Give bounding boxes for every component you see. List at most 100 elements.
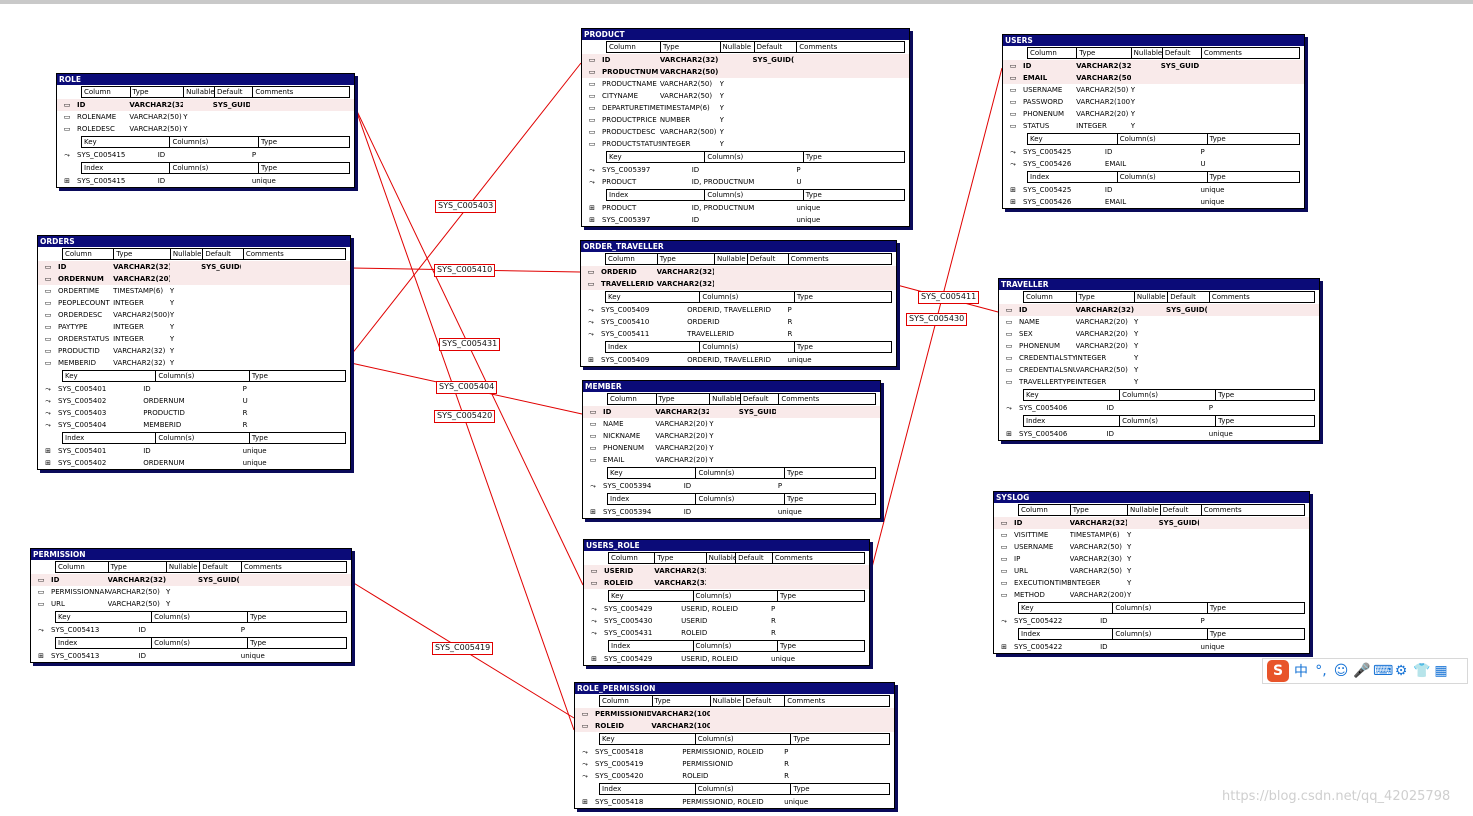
index-icon: ⊞ <box>1006 430 1012 438</box>
column-type: VARCHAR2(32) <box>1075 306 1134 314</box>
key-name: SYS_C005415 <box>77 151 126 159</box>
column-def <box>742 708 783 720</box>
column-null <box>710 708 742 720</box>
column-type: VARCHAR2(32) <box>113 347 166 355</box>
key-type: R <box>242 409 248 417</box>
index-type: unique <box>1208 430 1233 438</box>
primary-key-icon: ▭ <box>590 579 598 587</box>
column-def <box>752 138 794 150</box>
header-cell: Column <box>65 250 92 258</box>
key-icon: ⤳ <box>588 318 594 326</box>
column-name: USERNAME <box>1014 543 1054 551</box>
key-name: SYS_C005401 <box>58 385 107 393</box>
column-icon: ▭ <box>1000 555 1008 563</box>
header-cell: Column <box>609 43 636 51</box>
index-type: unique <box>1200 186 1225 194</box>
skin-icon[interactable]: 👕 <box>1413 663 1431 679</box>
column-name: ORDERNUM <box>58 275 104 283</box>
column-def <box>752 78 794 90</box>
header-cell: Default <box>742 696 785 706</box>
column-name: USERID <box>604 567 634 575</box>
column-type: INTEGER <box>1075 378 1107 386</box>
key-cols: USERID, ROLEID <box>681 605 739 613</box>
header-cell: Column(s) <box>169 163 257 173</box>
settings-icon[interactable]: ⚙ <box>1394 663 1408 679</box>
relation-label[interactable]: SYS_C005420 <box>434 410 496 423</box>
column-name: NAME <box>1019 318 1040 326</box>
column-name: ID <box>603 408 612 416</box>
header-cell: Default <box>753 42 797 52</box>
relation-label[interactable]: SYS_C005431 <box>439 338 501 351</box>
column-name: ID <box>602 56 611 64</box>
header-cell: Column(s) <box>155 371 248 381</box>
keyboard-icon[interactable]: ⌨ <box>1373 663 1394 679</box>
header-cell: Column <box>608 255 635 263</box>
column-null <box>1131 60 1161 72</box>
column-icon: ▭ <box>1009 86 1017 94</box>
chinese-mode-icon[interactable]: 中 <box>1294 664 1308 680</box>
column-null <box>720 54 753 66</box>
column-name: EMAIL <box>1023 74 1048 82</box>
header-cell: Type <box>1215 390 1314 400</box>
relation-label[interactable]: SYS_C005410 <box>434 264 496 277</box>
header-cell: Index <box>58 639 78 647</box>
key-cols: ROLEID <box>682 772 709 780</box>
sogou-logo-icon[interactable]: S <box>1267 660 1289 682</box>
column-name: EXECUTIONTIME <box>1014 579 1070 587</box>
relation-label[interactable]: SYS_C005404 <box>436 381 498 394</box>
column-name: USERNAME <box>1023 86 1063 94</box>
column-type: VARCHAR2(32) <box>113 263 170 271</box>
key-cols: TRAVELLERID <box>687 330 735 338</box>
column-row: ▭PERMISSIONNAMEVARCHAR2(50)Y <box>31 586 351 598</box>
punctuation-icon[interactable]: °, <box>1315 663 1327 679</box>
column-name: PRODUCTNAME <box>602 80 657 88</box>
header-cell: Column(s) <box>692 591 778 601</box>
header-cell: Type <box>790 734 889 744</box>
header-cell: Key <box>609 153 622 161</box>
header-cell: Type <box>257 137 349 147</box>
relation-label[interactable]: SYS_C005419 <box>432 642 494 655</box>
relation-label[interactable]: SYS_C005411 <box>918 291 980 304</box>
microphone-icon[interactable]: 🎤 <box>1353 663 1371 679</box>
emoji-icon[interactable]: ☺ <box>1333 663 1349 679</box>
header-cell: Key <box>610 469 623 477</box>
index-icon: ⊞ <box>45 447 51 455</box>
column-def: SYS_GUID() <box>212 101 251 109</box>
relation-label[interactable]: SYS_C005430 <box>906 313 968 326</box>
column-icon: ▭ <box>44 311 52 319</box>
column-def <box>213 111 251 123</box>
header-cell: Index <box>602 785 622 793</box>
relation-label[interactable]: SYS_C005403 <box>435 200 497 213</box>
header-cell: Key <box>608 293 621 301</box>
column-type: VARCHAR2(20) <box>1075 318 1128 326</box>
column-icon: ▭ <box>1005 354 1013 362</box>
grid-menu-icon[interactable]: ▦ <box>1434 663 1448 679</box>
key-name: SYS_C005420 <box>595 772 644 780</box>
key-type: P <box>251 151 257 159</box>
